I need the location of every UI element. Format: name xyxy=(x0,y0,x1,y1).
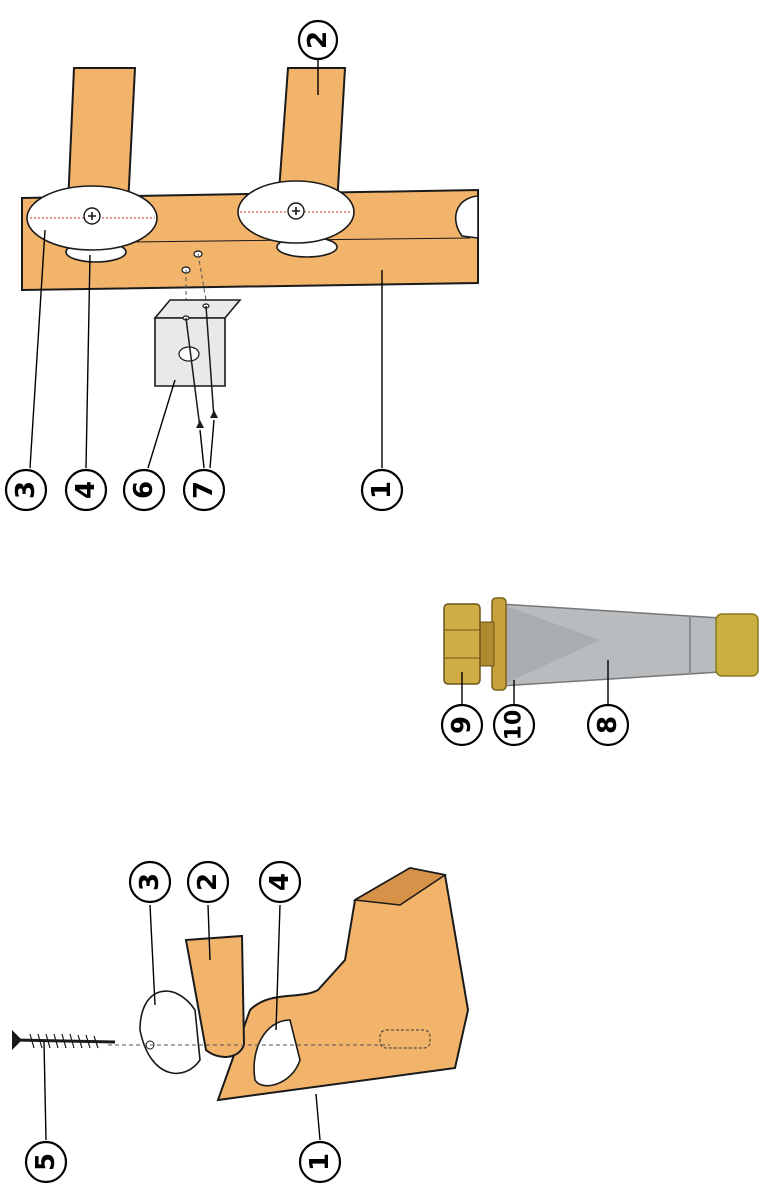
svg-text:10: 10 xyxy=(502,710,527,741)
anchor-bolt xyxy=(443,597,759,691)
svg-text:6: 6 xyxy=(129,481,159,499)
callout-8: 8 xyxy=(586,703,630,747)
svg-text:4: 4 xyxy=(71,481,101,499)
callout-7-top: 7 xyxy=(182,468,226,512)
callout-3-top: 3 xyxy=(4,468,48,512)
cap-right xyxy=(237,180,355,244)
bottom-cap xyxy=(139,990,201,1075)
top-leaders xyxy=(29,58,383,469)
callout-6-top: 6 xyxy=(122,468,166,512)
cap-partial xyxy=(454,195,479,239)
svg-text:3: 3 xyxy=(11,481,41,499)
svg-text:2: 2 xyxy=(303,31,333,49)
svg-text:2: 2 xyxy=(193,873,223,891)
rung-left xyxy=(66,67,137,206)
anchor-end-cap xyxy=(715,613,759,677)
callout-9: 9 xyxy=(440,703,484,747)
bottom-leaders xyxy=(43,904,321,1141)
callout-3-bottom: 3 xyxy=(128,860,172,904)
wood-screw xyxy=(12,1030,116,1050)
callout-4-top: 4 xyxy=(64,468,108,512)
svg-text:1: 1 xyxy=(367,481,397,499)
svg-text:8: 8 xyxy=(593,716,623,734)
middle-leaders xyxy=(461,660,609,705)
svg-text:3: 3 xyxy=(135,873,165,891)
svg-text:7: 7 xyxy=(189,481,219,499)
svg-text:9: 9 xyxy=(447,716,477,734)
callout-10: 10 xyxy=(492,703,536,747)
bottom-cup xyxy=(253,1019,301,1087)
callout-2-bottom: 2 xyxy=(186,860,230,904)
bottom-assembly xyxy=(12,866,470,1102)
cap-left xyxy=(26,185,158,251)
callout-2-top: 2 xyxy=(297,19,339,61)
angle-bracket xyxy=(153,299,242,387)
svg-text:4: 4 xyxy=(265,873,295,891)
callout-1-bottom: 1 xyxy=(298,1140,342,1184)
svg-text:1: 1 xyxy=(305,1153,335,1171)
callout-4-bottom: 4 xyxy=(258,860,302,904)
callout-5-bottom: 5 xyxy=(24,1140,68,1184)
bracket-screws xyxy=(185,305,218,429)
top-rail-assembly xyxy=(21,67,479,429)
callout-1-top: 1 xyxy=(360,468,404,512)
svg-text:5: 5 xyxy=(31,1153,61,1171)
